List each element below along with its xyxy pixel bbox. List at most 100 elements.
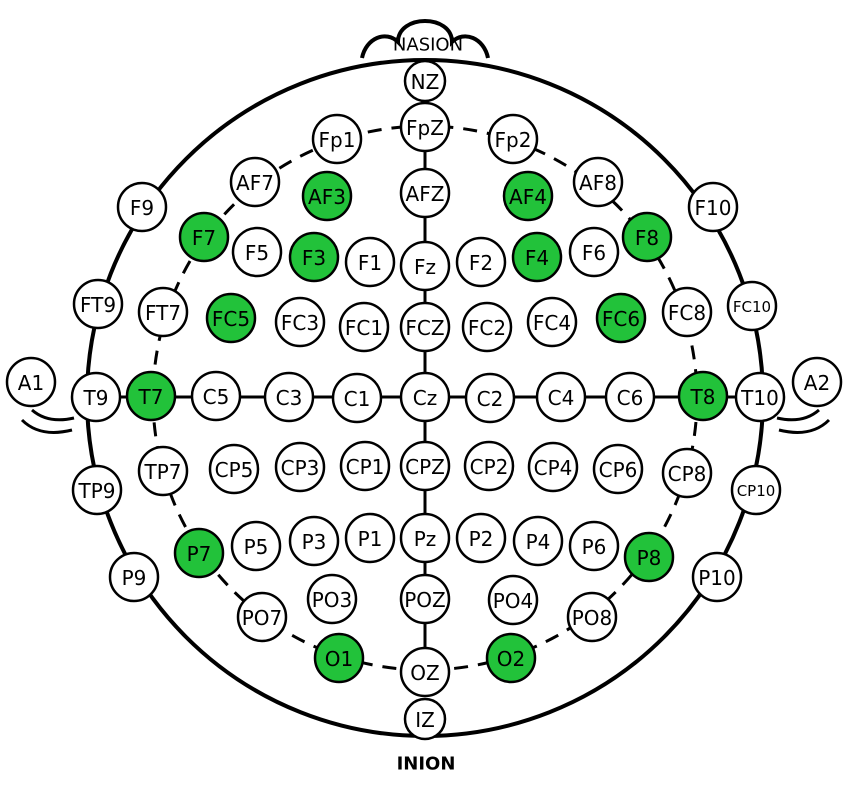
electrode-c2: C2 [464,372,516,424]
electrode-label: O2 [497,647,525,671]
electrode-marker [527,441,579,493]
left-ear-icon-inner [31,408,75,422]
electrode-label: A1 [18,371,44,395]
electrode-f2: F2 [455,236,507,288]
electrode-label: FC8 [668,301,706,325]
electrode-fc3: FC3 [274,296,326,348]
electrode-po7: PO7 [236,591,288,643]
electrode-iz: IZ [403,697,447,741]
electrode-t10: T10 [734,371,786,423]
electrode-nz: NZ [403,59,447,103]
right-ear-icon-inner [776,408,820,422]
electrode-ft9: FT9 [72,278,124,330]
electrode-label: Fz [414,255,436,279]
electrode-fc2: FC2 [461,301,513,353]
electrode-c4: C4 [535,371,587,423]
electrode-label: FCZ [405,316,444,340]
electrode-label: F9 [130,196,154,220]
electrode-label: F7 [192,226,216,250]
electrode-label: FC1 [345,316,383,340]
electrode-marker [339,440,391,492]
electrode-marker [311,113,363,165]
electrode-p6: P6 [568,520,620,572]
electrode-marker [572,156,624,208]
electrode-label: C2 [477,387,504,411]
electrode-a2: A2 [791,356,843,408]
electrode-label: CP3 [281,456,320,480]
electrode-marker [526,296,578,348]
electrode-label: AF7 [236,171,274,195]
electrode-label: TP9 [77,479,115,503]
electrode-c5: C5 [190,370,242,422]
electrode-label: FT7 [145,301,181,325]
electrode-cpz: CPZ [399,440,451,492]
electrode-label: P6 [582,535,607,559]
electrode-fc4: FC4 [526,296,578,348]
electrode-marker [595,292,647,344]
nasion-label: NASION [393,35,463,56]
electrode-marker [730,464,782,516]
electrode-marker [661,447,713,499]
electrode-o2: O2 [485,632,537,684]
electrode-marker [399,371,451,423]
electrode-label: T10 [740,386,779,410]
electrode-marker [399,512,451,564]
electrode-label: F8 [635,226,659,250]
electrode-label: OZ [410,661,439,685]
electrode-cp2: CP2 [463,440,515,492]
electrode-marker [236,591,288,643]
electrode-marker [230,520,282,572]
electrode-marker [592,443,644,495]
electrode-label: P2 [469,527,494,551]
electrode-marker [108,551,160,603]
electrode-f3: F3 [288,231,340,283]
electrode-marker [263,371,315,423]
electrode-marker [403,59,447,103]
electrode-marker [455,512,507,564]
electrode-label: CP6 [599,458,638,482]
electrode-f9: F9 [116,181,168,233]
electrode-fcz: FCZ [399,301,451,353]
electrode-marker [726,280,778,332]
electrode-p1: P1 [344,512,396,564]
electrode-label: F1 [358,251,382,275]
electrode-label: C5 [203,385,230,409]
electrode-marker [229,156,281,208]
electrode-p3: P3 [288,515,340,567]
electrode-marker [71,464,123,516]
left-ear-icon [20,418,73,434]
electrode-marker [464,372,516,424]
electrode-fpz: FpZ [399,101,451,153]
electrode-fc1: FC1 [338,301,390,353]
electrode-label: FpZ [406,116,444,140]
electrode-label: F6 [582,241,606,265]
electrode-ft7: FT7 [137,286,189,338]
electrode-label: C1 [344,387,371,411]
electrode-label: F3 [302,246,326,270]
electrode-label: NZ [411,70,440,94]
electrode-p8: P8 [623,531,675,583]
electrode-tp7: TP7 [137,445,189,497]
electrode-label: P1 [358,527,383,551]
electrode-label: CP1 [346,455,385,479]
electrode-c6: C6 [604,371,656,423]
electrode-label: T7 [138,385,164,409]
electrode-fp1: Fp1 [311,113,363,165]
electrode-f8: F8 [621,211,673,263]
electrode-label: P10 [698,566,736,590]
electrode-af7: AF7 [229,156,281,208]
right-ear-icon [778,418,831,434]
electrode-marker [288,231,340,283]
electrode-c1: C1 [331,372,383,424]
electrode-marker [178,211,230,263]
electrode-label: C6 [617,386,644,410]
electrode-marker [566,591,618,643]
electrode-marker [399,646,451,698]
electrode-fc5: FC5 [205,292,257,344]
electrode-t8: T8 [677,370,729,422]
electrode-po3: PO3 [306,573,358,625]
electrode-label: T9 [83,386,109,410]
electrode-marker [274,441,326,493]
